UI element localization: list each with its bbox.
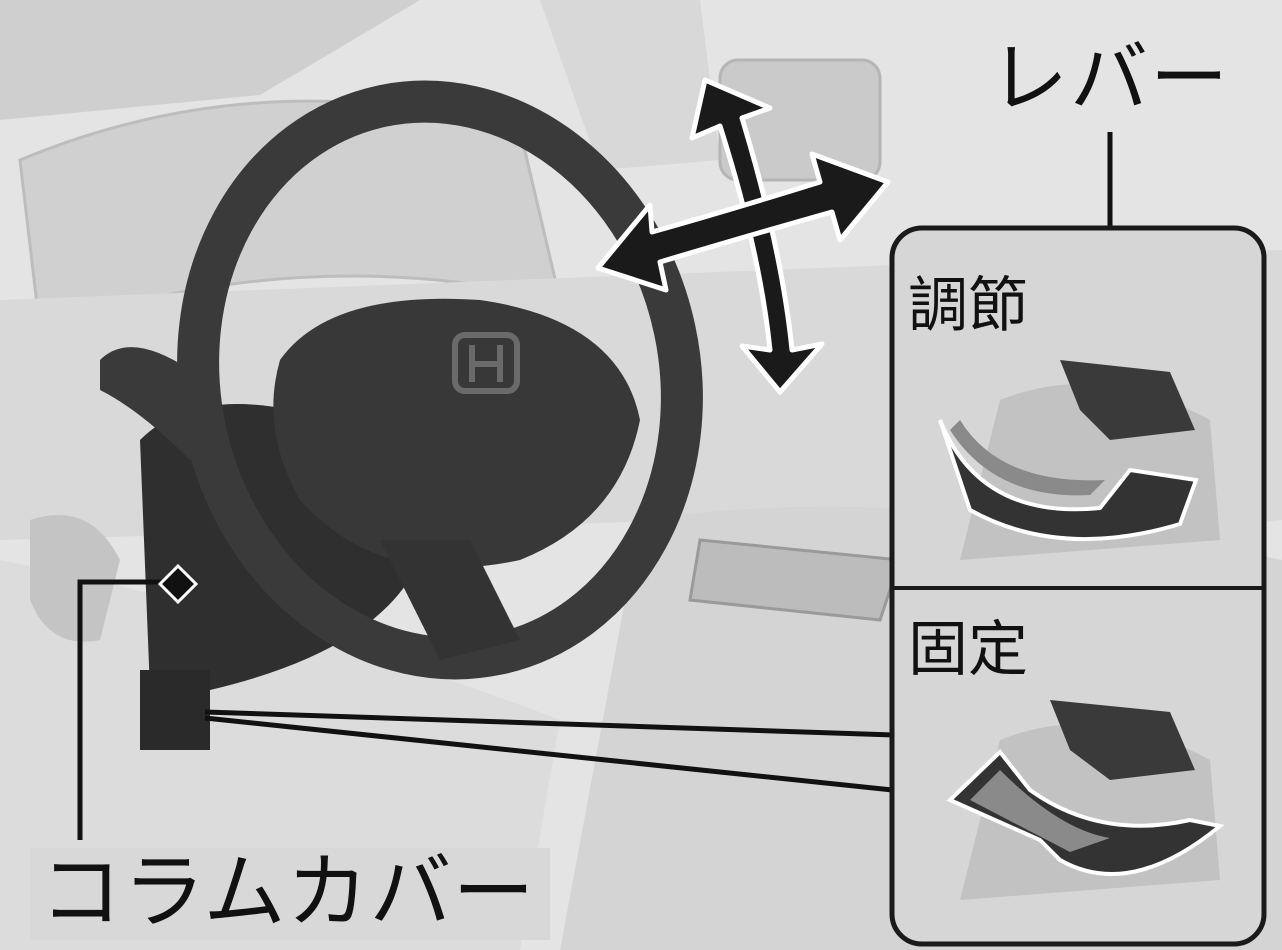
- pillar-right: [540, 0, 720, 170]
- adjust-label: 調節: [908, 271, 1028, 341]
- adjust-lever-shape: [1060, 360, 1195, 440]
- windshield-pillar: [0, 0, 420, 120]
- lock-label: 固定: [908, 615, 1028, 685]
- tilt-telescopic-arrows-icon: [595, 77, 891, 395]
- steering-spoke-lower: [380, 540, 520, 660]
- window-switch: [688, 538, 903, 622]
- lock-curved-arrow-icon: [946, 749, 1225, 877]
- lock-arrow-fill: [970, 770, 1110, 852]
- column-lever-body: [140, 670, 210, 750]
- adjust-curved-arrow-icon: [938, 419, 1199, 542]
- lock-lever-shape: [1050, 700, 1195, 780]
- lever-label: レバー: [990, 34, 1231, 124]
- adjust-arrow-fill: [950, 420, 1105, 496]
- column-cover-label: コラムカバー: [30, 848, 550, 940]
- steering-wheel-rim: [177, 80, 703, 680]
- honda-emblem-icon: [452, 332, 520, 394]
- left-vent: [30, 515, 120, 642]
- steering-hub: [273, 298, 640, 568]
